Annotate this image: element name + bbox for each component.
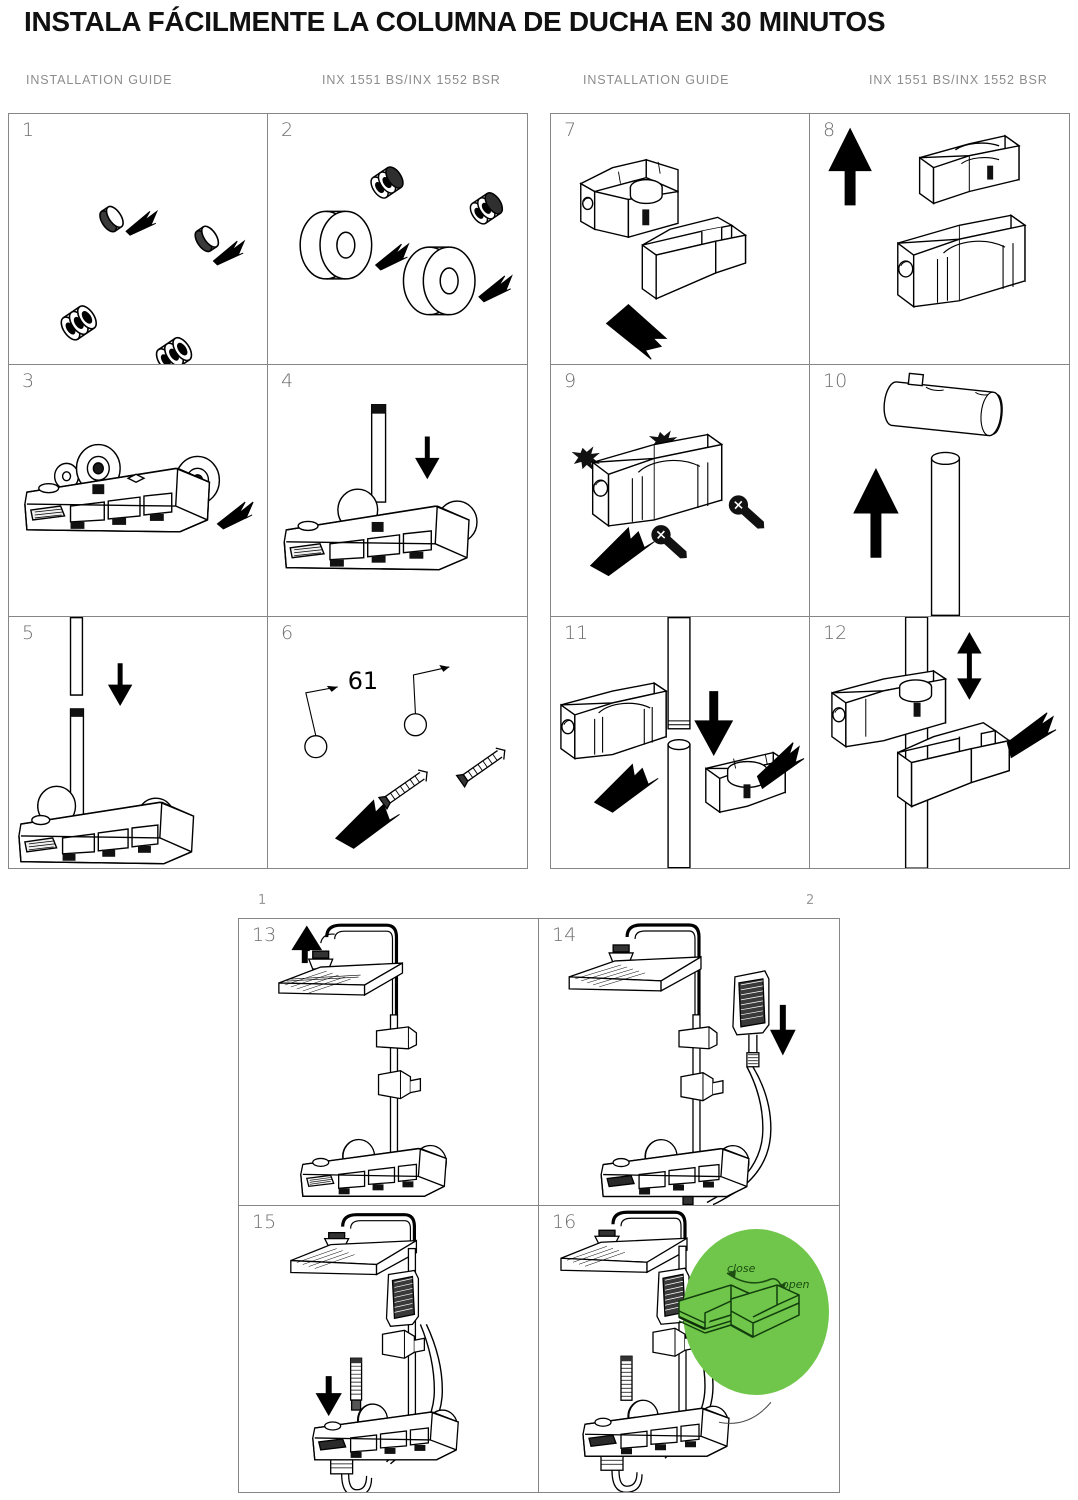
- step-number-7: 7: [564, 119, 577, 141]
- step-panel-9: 9: [551, 365, 810, 617]
- seal-washers-illustration: [9, 114, 267, 365]
- step-number-15: 15: [252, 1210, 277, 1233]
- page-mark-2: 2: [806, 893, 815, 908]
- step-number-11: 11: [564, 621, 589, 644]
- step-panel-2: 2: [268, 114, 527, 366]
- handset-holder-rail-illustration: [810, 365, 1069, 616]
- model-label-right: INX 1551 BS/INX 1552 BSR: [869, 73, 1048, 87]
- riser-rail-insert-illustration: [268, 365, 527, 615]
- step-number-14: 14: [552, 924, 577, 946]
- step-panel-15: 15: [239, 1205, 539, 1492]
- step-number-5: 5: [22, 621, 35, 644]
- detail-label-open: open: [782, 1278, 810, 1291]
- bracket-clamped-hook-illustration: [810, 616, 1069, 868]
- step-number-4: 4: [281, 370, 294, 393]
- bracket-fixing-screws-illustration: [551, 365, 809, 615]
- step-panel-14: 14: [539, 919, 839, 1206]
- handset-mount-illustration: [539, 919, 839, 1205]
- hose-connection-illustration: [239, 1206, 538, 1492]
- step-number-10: 10: [823, 370, 848, 393]
- riser-rail-seated-illustration: [9, 616, 267, 868]
- step-panel-10: 10: [810, 365, 1069, 617]
- wall-flange-illustration: [268, 114, 527, 364]
- step-number-2: 2: [281, 119, 294, 141]
- steps-grid-bottom: 13: [238, 918, 840, 1493]
- diverter-lever-detail-art: [678, 1270, 800, 1338]
- steps-grid-right: 7: [550, 113, 1070, 869]
- wall-plug-drill-illustration: 61: [268, 617, 527, 868]
- svg-text:61: 61: [348, 667, 378, 695]
- step-panel-4: 4: [268, 365, 527, 617]
- diverter-lever-detail-illustration: [539, 1206, 839, 1492]
- step-panel-5: 5: [9, 616, 268, 868]
- step-number-12: 12: [823, 621, 848, 644]
- step-number-8: 8: [823, 119, 836, 141]
- step-number-3: 3: [22, 370, 35, 393]
- steps-grid-left: 1: [8, 113, 528, 869]
- step-number-1: 1: [22, 119, 35, 141]
- step-panel-12: 12: [810, 616, 1069, 868]
- bracket-onto-rail-illustration: [551, 616, 809, 868]
- step-panel-11: 11: [551, 616, 810, 868]
- page-mark-1: 1: [258, 893, 267, 908]
- step-number-9: 9: [564, 370, 577, 393]
- bracket-hook-separation-illustration: [551, 114, 809, 364]
- step-panel-13: 13: [239, 919, 539, 1206]
- installation-guide-label-right: INSTALLATION GUIDE: [583, 73, 730, 87]
- step-panel-6: 6 61: [268, 617, 527, 868]
- step-number-13: 13: [252, 924, 277, 946]
- overhead-shower-head-illustration: [239, 919, 538, 1205]
- page-title: INSTALA FÁCILMENTE LA COLUMNA DE DUCHA E…: [24, 6, 886, 37]
- mixer-bar-flanges-illustration: [9, 365, 267, 615]
- step-panel-16: 16: [539, 1206, 839, 1492]
- step-panel-3: 3: [9, 365, 268, 617]
- model-label-left: INX 1551 BS/INX 1552 BSR: [322, 73, 501, 87]
- step-panel-7: 7: [551, 114, 810, 366]
- installation-guide-label-left: INSTALLATION GUIDE: [26, 73, 173, 87]
- bracket-cover-lift-illustration: [810, 114, 1069, 364]
- step-number-6: 6: [281, 621, 294, 644]
- step-number-16: 16: [552, 1210, 577, 1233]
- step-panel-8: 8: [810, 114, 1069, 366]
- step-panel-1: 1: [9, 114, 268, 366]
